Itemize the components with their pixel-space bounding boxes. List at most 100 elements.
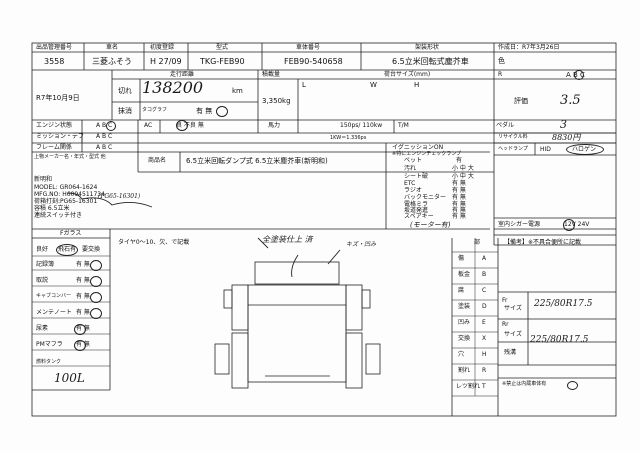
- maker-new: 新明和: [34, 176, 53, 183]
- label-bed-dims: 荷台サイズ(mm): [384, 71, 431, 78]
- equip-bed-val: 有: [456, 157, 463, 164]
- equip-engine-check: ※特にエンジンチェックランプ: [392, 151, 462, 157]
- dmg-code-1: B: [482, 271, 487, 278]
- mileage-unit: km: [232, 87, 243, 95]
- equip-slope: 坂道発進: [404, 207, 429, 214]
- tire-front-handwritten: 225/80R17.5: [534, 299, 593, 309]
- mgmt-no: 3558: [44, 57, 65, 66]
- dim-l: L: [302, 81, 306, 89]
- label-cycle: リサイクル料: [498, 134, 528, 140]
- note-mfg: MFG.NO: H6094511734: [34, 191, 105, 198]
- equip-seat-val: 小 中 大: [452, 173, 474, 180]
- equip-spare: スペアキー: [404, 213, 434, 220]
- label-replaced: 抹消: [118, 107, 132, 115]
- label-ac: AC: [144, 122, 153, 129]
- equip-mirror: 電格ミラ: [404, 201, 429, 208]
- dmg-code-0: A: [482, 255, 487, 262]
- dmg-label-3: 塗装: [458, 303, 471, 310]
- note-switch: 連続スイッチ付き: [34, 212, 83, 219]
- label-first-reg: 初度登録: [150, 44, 175, 51]
- dmg-label-7: 割れ: [458, 367, 471, 374]
- tire-rear-handwritten: 225/80R17.5: [530, 335, 589, 345]
- remarks-head: 【備考】※不具合便所に記載: [504, 239, 582, 246]
- dmg-label-0: 傷: [458, 255, 465, 262]
- cab-none-circle: [90, 292, 102, 303]
- cycle-handwritten: 8830円: [552, 133, 581, 142]
- label-engine: エンジン状態: [36, 122, 73, 129]
- kw-conversion: 1KW＝1.336ps: [330, 135, 367, 141]
- equip-seat: シート破: [404, 173, 429, 180]
- power-value: 150ps/ 110kw: [340, 122, 383, 129]
- first-reg: H 27/09: [150, 57, 182, 66]
- manual-none-circle: [90, 276, 102, 287]
- equip-radio: ラジオ: [404, 187, 422, 194]
- chassis-no: FEB90-540658: [284, 57, 343, 66]
- dmg-label-8: レツ割れ: [456, 383, 481, 390]
- grade-selected-circle: [574, 70, 584, 80]
- diagram-handwritten-1: 全塗装仕上 済: [262, 235, 313, 244]
- internal-yes-circle: [567, 381, 578, 390]
- product-name: 6.5立米回転ダンプ式 6.5立米塵芥車(新明和): [186, 157, 328, 165]
- dmg-code-6: H: [482, 351, 487, 358]
- ac-selected-circle: [176, 120, 188, 131]
- dmg-label-5: 交換: [458, 335, 471, 342]
- opt-maint-label: メンテノート: [36, 309, 72, 316]
- equip-backmonitor: バックモニター: [404, 194, 447, 201]
- note-capacity: 容積 6.5立米: [34, 205, 70, 212]
- equip-dirt: 汚れ: [404, 165, 417, 172]
- record-none-circle: [90, 260, 102, 271]
- load-value: 3,350kg: [262, 97, 291, 105]
- dmg-label-2: 腐: [458, 287, 465, 294]
- opt-pm-label: PMマフラ: [36, 341, 63, 348]
- maint-none-circle: [90, 308, 102, 319]
- dmg-code-2: C: [482, 287, 487, 294]
- equip-backmonitor-val: 有 無: [452, 194, 466, 201]
- cigar-options: 12V 24V: [564, 221, 590, 228]
- label-score: 評価: [514, 97, 528, 105]
- truck-diagram: [214, 261, 381, 389]
- dmg-label-1: 板金: [458, 271, 471, 278]
- label-rr: Rr: [502, 321, 509, 328]
- opt-maint-val: 有 無: [76, 309, 90, 316]
- tacho: タコグラフ: [142, 107, 168, 113]
- engine-grades: A B C: [96, 122, 113, 129]
- label-tread: 残溝: [504, 349, 517, 356]
- opt-replace: 要交換: [82, 246, 101, 253]
- dmg-label-4: 凹み: [458, 319, 471, 326]
- label-cut: 切れ: [118, 87, 132, 95]
- engine-grade-circle: [106, 121, 116, 131]
- opt-manual-label: 取説: [36, 277, 49, 284]
- dmg-label-6: 穴: [458, 351, 465, 358]
- opt-manual-val: 有 無: [76, 277, 90, 284]
- opt-urea-label: 尿素: [36, 325, 49, 332]
- opt-record-label: 記録簿: [36, 261, 55, 268]
- note-bed: 荷箱打刻:PG65-16301: [34, 198, 98, 205]
- label-tm: T/M: [398, 122, 409, 129]
- frame-grades: A B C: [96, 144, 113, 151]
- label-chassis: 車体番号: [296, 44, 321, 51]
- maker: 三菱ふそう: [92, 57, 132, 66]
- opt-good-label: 良好: [36, 246, 49, 253]
- pedal-handwritten: 3: [560, 118, 567, 131]
- dmg-code-4: E: [482, 319, 486, 326]
- equip-etc-val: 有 無: [452, 180, 466, 187]
- dmg-code-3: D: [482, 303, 487, 310]
- label-frame: フレーム関係: [36, 144, 72, 151]
- pm-yes-circle: [74, 340, 86, 351]
- body-type: 6.5立米回転式塵芥車: [392, 57, 469, 66]
- created-date: 作成日：R7年3月26日: [498, 44, 560, 51]
- equip-etc: ETC: [404, 180, 416, 187]
- label-grade: R: [498, 71, 503, 78]
- equip-bed: ベット: [404, 157, 423, 164]
- label-body-type: 架装形状: [415, 44, 440, 51]
- label-headlamp: ヘッドランプ: [498, 146, 528, 152]
- score-handwritten: 3.5: [560, 93, 581, 108]
- equip-ignition: イグニッションON: [392, 144, 444, 151]
- opt-cab-label: キャブコンバー: [36, 293, 72, 299]
- diagram-handwritten-2: キズ・凹み: [346, 241, 377, 248]
- note-handwritten: (PG65-16301): [98, 193, 141, 200]
- label-mgmt-no: 出品管理番号: [36, 44, 73, 51]
- motor-note: (モーター有): [410, 221, 451, 229]
